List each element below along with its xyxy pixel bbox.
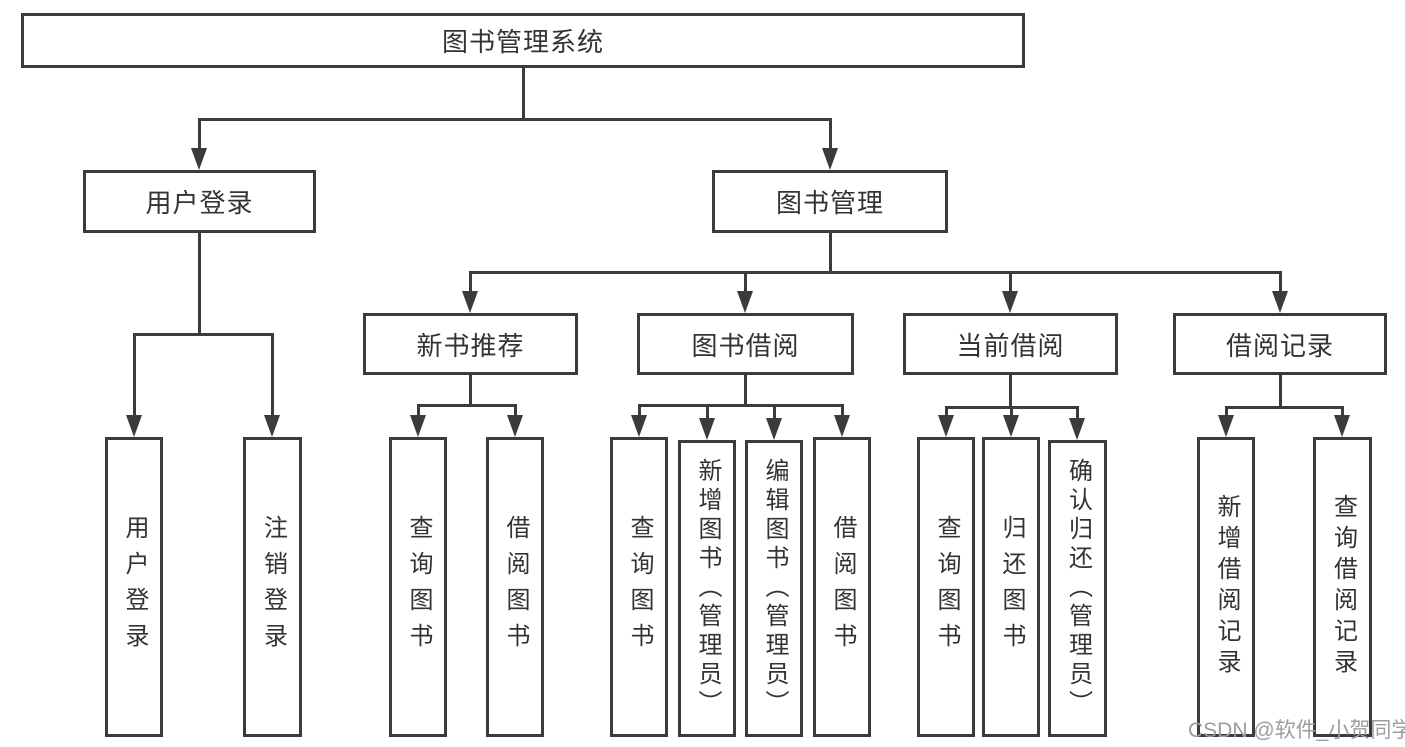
edge-arrow-shaft [706, 404, 709, 419]
edge-arrow-shaft [1341, 406, 1344, 416]
leaf-return-book: 归还图书 [982, 437, 1040, 737]
edge-arrow-shaft [417, 404, 420, 416]
edge-arrow-shaft [841, 404, 844, 416]
node-label: 新增图书（管理员） [694, 458, 721, 719]
node-new-book-recommend: 新书推荐 [363, 313, 578, 375]
edge-line [469, 271, 1281, 274]
node-label: 查询图书 [933, 515, 960, 659]
edge-arrowhead [1272, 291, 1288, 313]
node-label: 用户登录 [145, 188, 254, 218]
node-label: 新增借阅记录 [1213, 494, 1240, 680]
node-label: 用户登录 [121, 515, 148, 659]
node-user-login: 用户登录 [83, 170, 316, 233]
edge-arrowhead [737, 291, 753, 313]
leaf-user-login: 用户登录 [105, 437, 163, 737]
edge-arrowhead [699, 418, 715, 440]
edge-line [1009, 375, 1012, 409]
node-label: 查询图书 [626, 515, 653, 659]
edge-arrow-shaft [271, 333, 274, 416]
node-label: 确认归还（管理员） [1064, 458, 1092, 719]
edge-arrowhead [1218, 415, 1234, 437]
node-label: 图书管理系统 [441, 27, 604, 57]
leaf-add-borrow-record: 新增借阅记录 [1197, 437, 1255, 737]
edge-line [829, 233, 832, 274]
watermark: CSDN @软件_小贺同学 [1188, 719, 1405, 742]
edge-line [744, 375, 747, 407]
edge-line [1225, 406, 1343, 409]
edge-arrowhead [631, 415, 647, 437]
node-book-borrow: 图书借阅 [637, 313, 854, 375]
edge-arrow-shaft [1076, 406, 1079, 419]
edge-line [198, 118, 831, 121]
edge-arrow-shaft [1010, 406, 1013, 416]
edge-arrow-shaft [773, 404, 776, 419]
edge-arrow-shaft [1225, 406, 1228, 416]
edge-arrowhead [1003, 415, 1019, 437]
leaf-query-borrow-record: 查询借阅记录 [1313, 437, 1372, 737]
edge-arrow-shaft [829, 118, 832, 149]
node-label: 新书推荐 [416, 330, 525, 361]
edge-line [198, 233, 201, 336]
node-label: 查询借阅记录 [1329, 494, 1357, 680]
node-label: 当前借阅 [956, 330, 1065, 361]
node-label: 借阅记录 [1225, 330, 1334, 361]
edge-arrow-shaft [514, 404, 517, 416]
node-label: 注销登录 [259, 515, 287, 659]
node-label: 查询图书 [405, 515, 432, 659]
node-label: 图书借阅 [691, 330, 800, 361]
edge-line [133, 333, 273, 336]
edge-arrow-shaft [1009, 271, 1012, 292]
edge-arrow-shaft [1279, 271, 1282, 292]
edge-arrowhead [410, 415, 426, 437]
node-label: 编辑图书（管理员） [761, 458, 788, 719]
leaf-query-book-3: 查询图书 [917, 437, 975, 737]
leaf-query-book-1: 查询图书 [389, 437, 447, 737]
node-book-management: 图书管理 [712, 170, 948, 233]
edge-arrowhead [834, 415, 850, 437]
edge-arrowhead [1069, 418, 1085, 440]
node-current-borrow: 当前借阅 [903, 313, 1118, 375]
leaf-logout: 注销登录 [243, 437, 302, 737]
edge-arrowhead [1002, 291, 1018, 313]
node-borrow-records: 借阅记录 [1173, 313, 1387, 375]
edge-line [469, 375, 472, 407]
edge-arrowhead [507, 415, 523, 437]
edge-arrow-shaft [638, 404, 641, 416]
leaf-add-book-admin: 新增图书（管理员） [678, 440, 736, 737]
edge-arrowhead [191, 148, 207, 170]
edge-arrowhead [1334, 415, 1350, 437]
edge-arrowhead [462, 291, 478, 313]
edge-line [1279, 375, 1282, 409]
node-label: 图书管理 [775, 188, 884, 218]
node-label: 借阅图书 [502, 515, 529, 659]
edge-arrow-shaft [133, 333, 136, 416]
leaf-borrow-book-1: 借阅图书 [486, 437, 544, 737]
edge-line [638, 404, 843, 407]
edge-arrowhead [264, 415, 280, 437]
node-label: 借阅图书 [829, 515, 856, 659]
edge-arrow-shaft [469, 271, 472, 292]
edge-arrow-shaft [945, 406, 948, 416]
leaf-query-book-2: 查询图书 [610, 437, 668, 737]
node-library-system: 图书管理系统 [21, 13, 1025, 68]
edge-arrowhead [766, 418, 782, 440]
edge-line [417, 404, 516, 407]
node-label: 归还图书 [998, 515, 1025, 659]
leaf-confirm-return-admin: 确认归还（管理员） [1048, 440, 1107, 737]
edge-arrow-shaft [198, 118, 201, 149]
edge-line [522, 67, 525, 120]
edge-arrowhead [938, 415, 954, 437]
edge-arrow-shaft [744, 271, 747, 292]
edge-arrowhead [126, 415, 142, 437]
leaf-borrow-book-2: 借阅图书 [813, 437, 871, 737]
edge-arrowhead [822, 148, 838, 170]
leaf-edit-book-admin: 编辑图书（管理员） [745, 440, 803, 737]
